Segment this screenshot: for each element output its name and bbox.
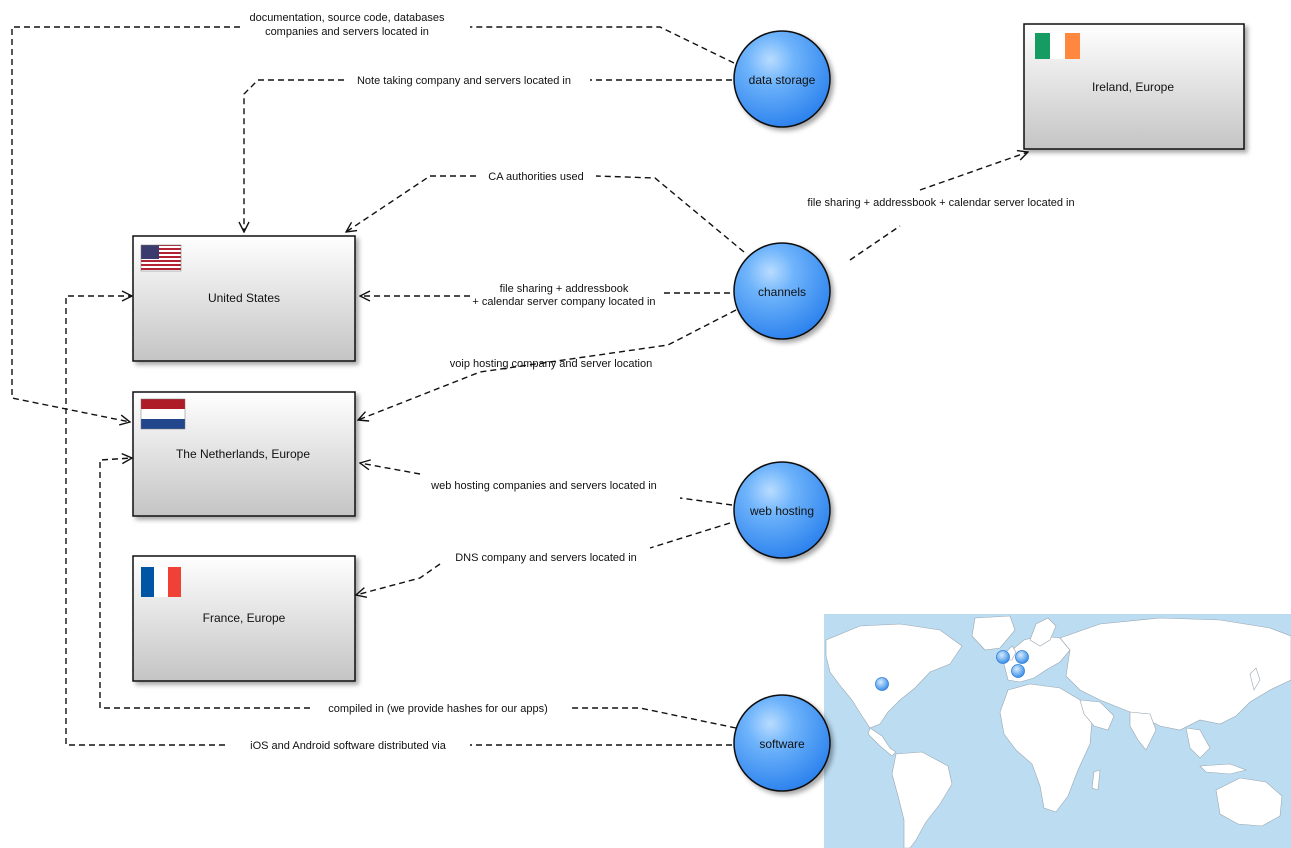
edge-web-hosting-servers xyxy=(679,497,733,506)
map-marker-france xyxy=(1011,664,1025,678)
country-box-ireland: Ireland, Europe xyxy=(1023,23,1245,150)
country-box-us: United States xyxy=(132,235,356,362)
edge-voip xyxy=(358,309,737,420)
southeast-asia-shape xyxy=(1185,727,1211,759)
australia-shape xyxy=(1215,777,1283,827)
label-file-sharing-ie: file sharing + addressbook + calendar se… xyxy=(807,197,1074,209)
map-marker-netherlands xyxy=(1015,650,1029,664)
world-map xyxy=(824,614,1291,848)
south-america-shape xyxy=(891,751,953,848)
us-flag-icon xyxy=(140,244,182,272)
edges xyxy=(11,26,1028,746)
map-marker-us xyxy=(875,677,889,691)
label-note-taking: Note taking company and servers located … xyxy=(357,75,571,87)
service-circle-data-storage xyxy=(733,30,831,128)
edge-docs-left xyxy=(11,26,240,422)
edge-ca-left xyxy=(346,175,476,232)
arabia-shape xyxy=(1079,699,1115,731)
service-label-software: software xyxy=(759,737,805,751)
label-ca: CA authorities used xyxy=(488,171,583,183)
service-label-web-hosting: web hosting xyxy=(749,504,814,518)
madagascar-shape xyxy=(1091,769,1101,791)
edge-note-taking-left xyxy=(244,79,344,232)
edge-file-sharing-ie-top xyxy=(919,152,1028,191)
label-web-hosting-servers: web hosting companies and servers locate… xyxy=(430,480,657,492)
label-ios-android: iOS and Android software distributed via xyxy=(250,740,447,752)
edge-ios-android-left xyxy=(65,296,225,746)
indonesia-shape xyxy=(1199,763,1248,775)
france-flag-icon xyxy=(141,567,181,597)
edge-dns-left xyxy=(356,563,441,595)
label-compiled: compiled in (we provide hashes for our a… xyxy=(328,703,548,715)
service-data-storage: data storage xyxy=(733,30,831,128)
country-label-ireland: Ireland, Europe xyxy=(1092,80,1174,94)
service-circle-channels xyxy=(733,242,831,340)
label-file-sharing-us-line2: + calendar server company located in xyxy=(472,296,655,308)
edge-compiled xyxy=(570,707,737,729)
edge-compiled-left xyxy=(99,458,310,709)
country-box-france: France, Europe xyxy=(132,555,356,682)
netherlands-flag-icon xyxy=(140,398,186,430)
greenland-shape xyxy=(971,615,1016,651)
service-label-channels: channels xyxy=(758,285,806,299)
label-file-sharing-us-line1: file sharing + addressbook xyxy=(500,283,629,295)
country-label-france: France, Europe xyxy=(203,611,286,625)
edge-dns xyxy=(649,522,731,549)
scandinavia-shape xyxy=(1029,617,1057,647)
service-circle-software xyxy=(733,694,831,792)
asia-shape xyxy=(1059,617,1291,731)
service-circle-web-hosting xyxy=(733,461,831,559)
service-web-hosting: web hosting xyxy=(733,461,831,559)
label-docs-line2: companies and servers located in xyxy=(265,26,429,38)
map-land xyxy=(825,615,1291,848)
service-software: software xyxy=(733,694,831,792)
central-america-shape xyxy=(867,727,897,757)
service-label-data-storage: data storage xyxy=(749,73,816,87)
north-america-shape xyxy=(825,623,963,729)
edge-ca xyxy=(595,175,745,253)
india-shape xyxy=(1129,711,1157,751)
edge-docs xyxy=(470,26,735,64)
edge-web-hosting-servers-left xyxy=(360,463,421,475)
japan-shape xyxy=(1249,667,1261,691)
country-box-netherlands: The Netherlands, Europe xyxy=(132,391,356,517)
country-label-us: United States xyxy=(208,291,280,305)
map-markers xyxy=(875,650,1029,691)
service-channels: channels xyxy=(733,242,831,340)
ireland-flag-icon xyxy=(1035,33,1080,59)
edge-file-sharing-ie xyxy=(849,225,901,261)
label-docs-line1: documentation, source code, databases xyxy=(249,12,445,24)
africa-shape xyxy=(999,683,1093,813)
label-dns: DNS company and servers located in xyxy=(455,552,637,564)
edge-labels: documentation, source code, databases co… xyxy=(249,12,1074,752)
map-marker-ireland xyxy=(996,650,1010,664)
country-label-netherlands: The Netherlands, Europe xyxy=(176,447,310,461)
label-voip: voip hosting company and server location xyxy=(450,358,652,370)
